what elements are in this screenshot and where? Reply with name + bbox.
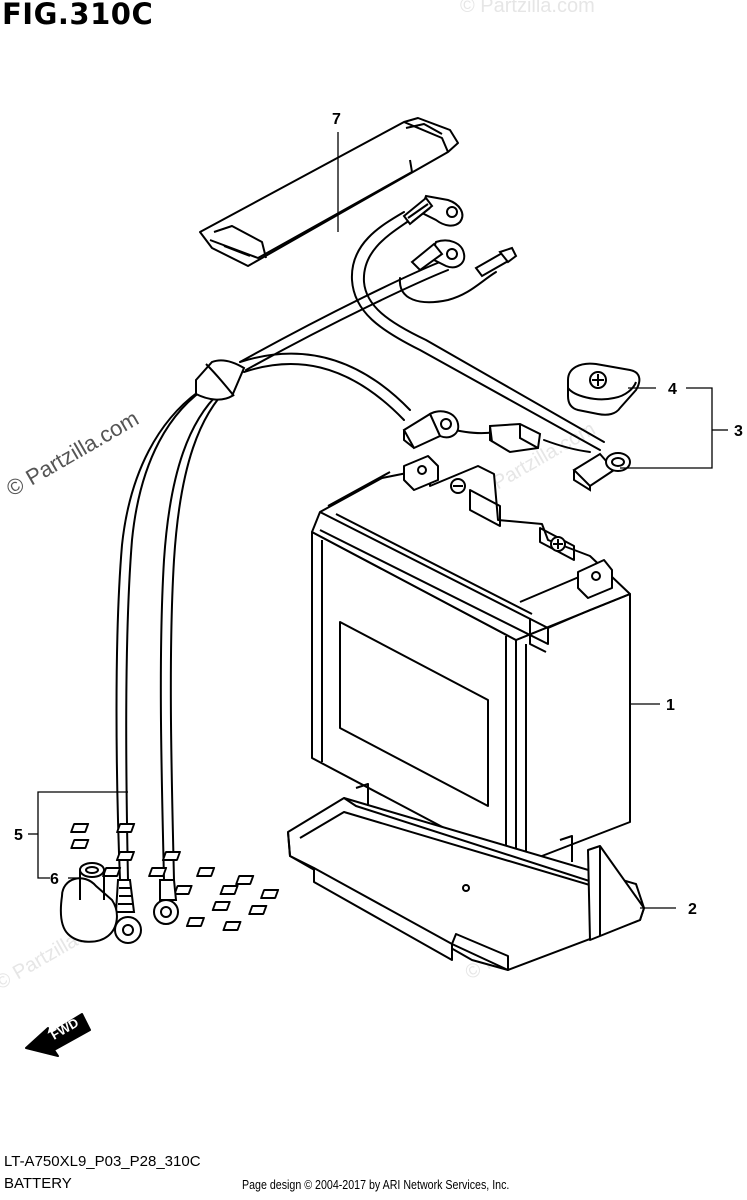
wire-coupler [489, 422, 542, 454]
callout-4: 4 [668, 381, 677, 398]
terminal-lug-middle [410, 239, 466, 272]
terminal-boot [59, 862, 118, 943]
figure-title: FIG.310C [2, 0, 154, 31]
terminal-lug-right [572, 452, 631, 492]
watermark-partzilla: © Partzilla.com [2, 406, 143, 502]
battery [311, 455, 631, 867]
forward-direction-arrow: FWD [25, 1013, 91, 1057]
terminal-lug-upper [402, 194, 464, 227]
figure-code: LT-A750XL9_P03_P28_310C [4, 1153, 201, 1170]
callout-5: 5 [14, 827, 23, 844]
terminal-lug-left [402, 410, 460, 450]
callout-6: 6 [50, 871, 59, 888]
watermark-faint-top: © Partzilla.com [460, 0, 595, 17]
leader-lines [28, 132, 728, 909]
callout-2: 2 [688, 901, 697, 918]
callout-3: 3 [734, 423, 743, 440]
callout-7: 7 [332, 111, 341, 128]
callout-1: 1 [666, 697, 675, 714]
footer-copyright: Page design © 2004-2017 by ARI Network S… [242, 1177, 510, 1192]
terminal-cover [567, 362, 641, 416]
sensor-connector [474, 246, 518, 278]
figure-name: BATTERY [4, 1175, 72, 1192]
cable-ring-terminals [114, 879, 179, 944]
battery-cable-harness [115, 211, 605, 881]
harness-sleeve [195, 359, 246, 401]
battery-tray [70, 783, 645, 971]
battery-strap [199, 117, 459, 267]
